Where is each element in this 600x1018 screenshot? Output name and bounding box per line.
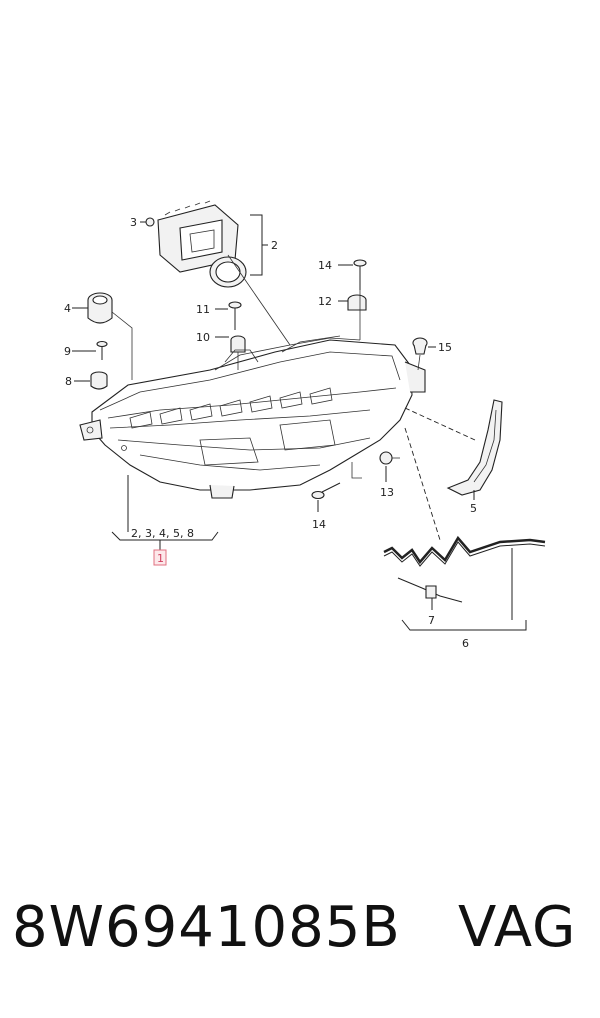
grommet-12-part <box>347 294 367 311</box>
callout-1-box <box>153 549 167 566</box>
group-label: 2, 3, 4, 5, 8 <box>131 527 194 540</box>
exploded-parts-diagram: 2 3 4 9 8 11 10 14 <box>64 200 546 650</box>
callout-3: 3 <box>130 216 137 229</box>
grommet-10-part <box>230 335 246 353</box>
callout-7: 7 <box>428 614 435 627</box>
screw-11-part <box>228 301 242 330</box>
grommet-13-part <box>379 451 400 465</box>
brand-text: VAG <box>458 895 577 960</box>
callout-14-bottom: 14 <box>312 518 326 531</box>
screw-3-part <box>145 217 155 227</box>
callout-1: 1 <box>157 552 164 565</box>
part-number-text: 8W6941085B <box>12 895 401 960</box>
callout-2: 2 <box>271 239 278 252</box>
callout-9: 9 <box>64 345 71 358</box>
cover-cap-part <box>209 256 247 288</box>
screw-14-bottom-part <box>311 482 341 500</box>
callout-11: 11 <box>196 303 210 316</box>
cable-tie-7-part <box>397 577 463 603</box>
callout-12: 12 <box>318 295 332 308</box>
seal-strip-5-part <box>446 399 503 496</box>
nut-8-part <box>90 371 108 390</box>
wiring-harness-6-part <box>383 535 546 567</box>
cap-15-part <box>412 337 428 355</box>
callout-14-top: 14 <box>318 259 332 272</box>
callout-8: 8 <box>65 375 72 388</box>
caption-bar: 8W6941085B VAG <box>0 895 600 975</box>
screw-9-part <box>96 340 108 360</box>
callout-13: 13 <box>380 486 394 499</box>
screw-14-top-part <box>353 259 367 290</box>
callout-15: 15 <box>438 341 452 354</box>
callout-5: 5 <box>470 502 477 515</box>
ring-4-part <box>87 292 113 324</box>
control-module-part <box>157 200 239 273</box>
headlamp-assembly <box>79 335 426 499</box>
callout-6: 6 <box>462 637 469 650</box>
callout-4: 4 <box>64 302 71 315</box>
callout-10: 10 <box>196 331 210 344</box>
